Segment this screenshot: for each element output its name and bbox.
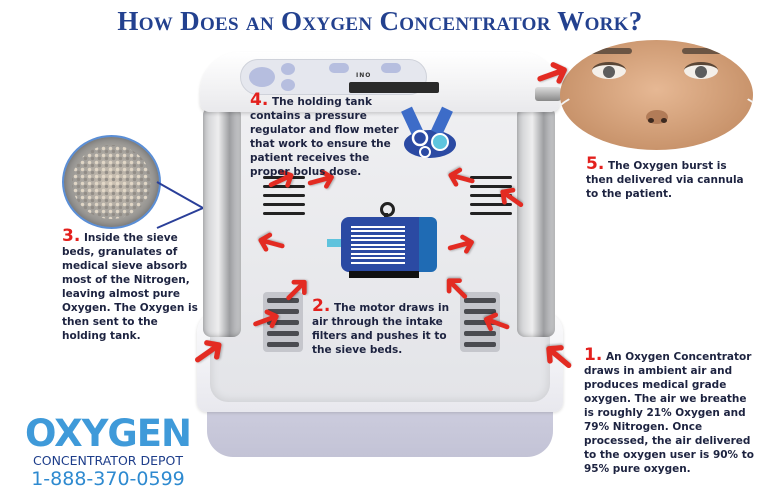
step-text: The holding tank contains a pressure reg… (250, 96, 399, 178)
step-text: The motor draws in air through the intak… (312, 302, 450, 356)
device-top-cap: INO (200, 52, 560, 112)
brightness-button[interactable] (281, 79, 295, 91)
bolus-button[interactable] (281, 63, 295, 75)
oxygen-outlet-nozzle (535, 87, 561, 101)
control-panel: INO (240, 59, 439, 95)
callout-step-5: 5. The Oxygen burst is then delivered vi… (586, 154, 756, 201)
step-text: The Oxygen burst is then delivered via c… (586, 160, 744, 200)
engine-gears-icon (401, 106, 456, 158)
callout-step-1: 1. An Oxygen Concentrator draws in ambie… (584, 345, 760, 476)
minus-button[interactable] (381, 63, 401, 73)
logo-wordmark: OXYGEN (24, 412, 192, 455)
device-display (349, 82, 439, 93)
intake-filter-right (460, 292, 500, 352)
step-number: 5. (586, 154, 605, 174)
step-number: 4. (250, 90, 269, 110)
callout-step-4: 4. The holding tank contains a pressure … (250, 90, 400, 179)
callout-step-2: 2. The motor draws in air through the in… (312, 296, 462, 357)
power-button[interactable] (249, 67, 275, 87)
logo-subtitle: CONCENTRATOR DEPOT (33, 453, 183, 468)
step-text: An Oxygen Concentrator draws in ambient … (584, 351, 754, 475)
nasal-cannula (560, 80, 753, 150)
step-number: 2. (312, 296, 331, 316)
step-number: 3. (62, 226, 81, 246)
callout-step-3: 3. Inside the sieve beds, granulates of … (62, 226, 202, 343)
step-number: 1. (584, 345, 603, 365)
plus-button[interactable] (329, 63, 349, 73)
patient-face-image (560, 40, 753, 150)
phone-number[interactable]: 1-888-370-0599 (31, 468, 185, 490)
sieve-beads-image (62, 135, 161, 229)
company-logo[interactable]: OXYGEN CONCENTRATOR DEPOT 1-888-370-0599 (18, 412, 198, 491)
step-text: Inside the sieve beds, granulates of med… (62, 232, 198, 342)
device-brand-label: INO (356, 72, 372, 79)
sieve-bed-left (203, 107, 241, 337)
vent-grill-left (263, 170, 305, 221)
intake-filter-left (263, 292, 303, 352)
vent-grill-right (470, 170, 512, 221)
infographic-title: How Does an Oxygen Concentrator Work? (117, 6, 643, 36)
oxygen-concentrator-device: INO (195, 42, 565, 472)
sieve-bed-right (517, 107, 555, 337)
